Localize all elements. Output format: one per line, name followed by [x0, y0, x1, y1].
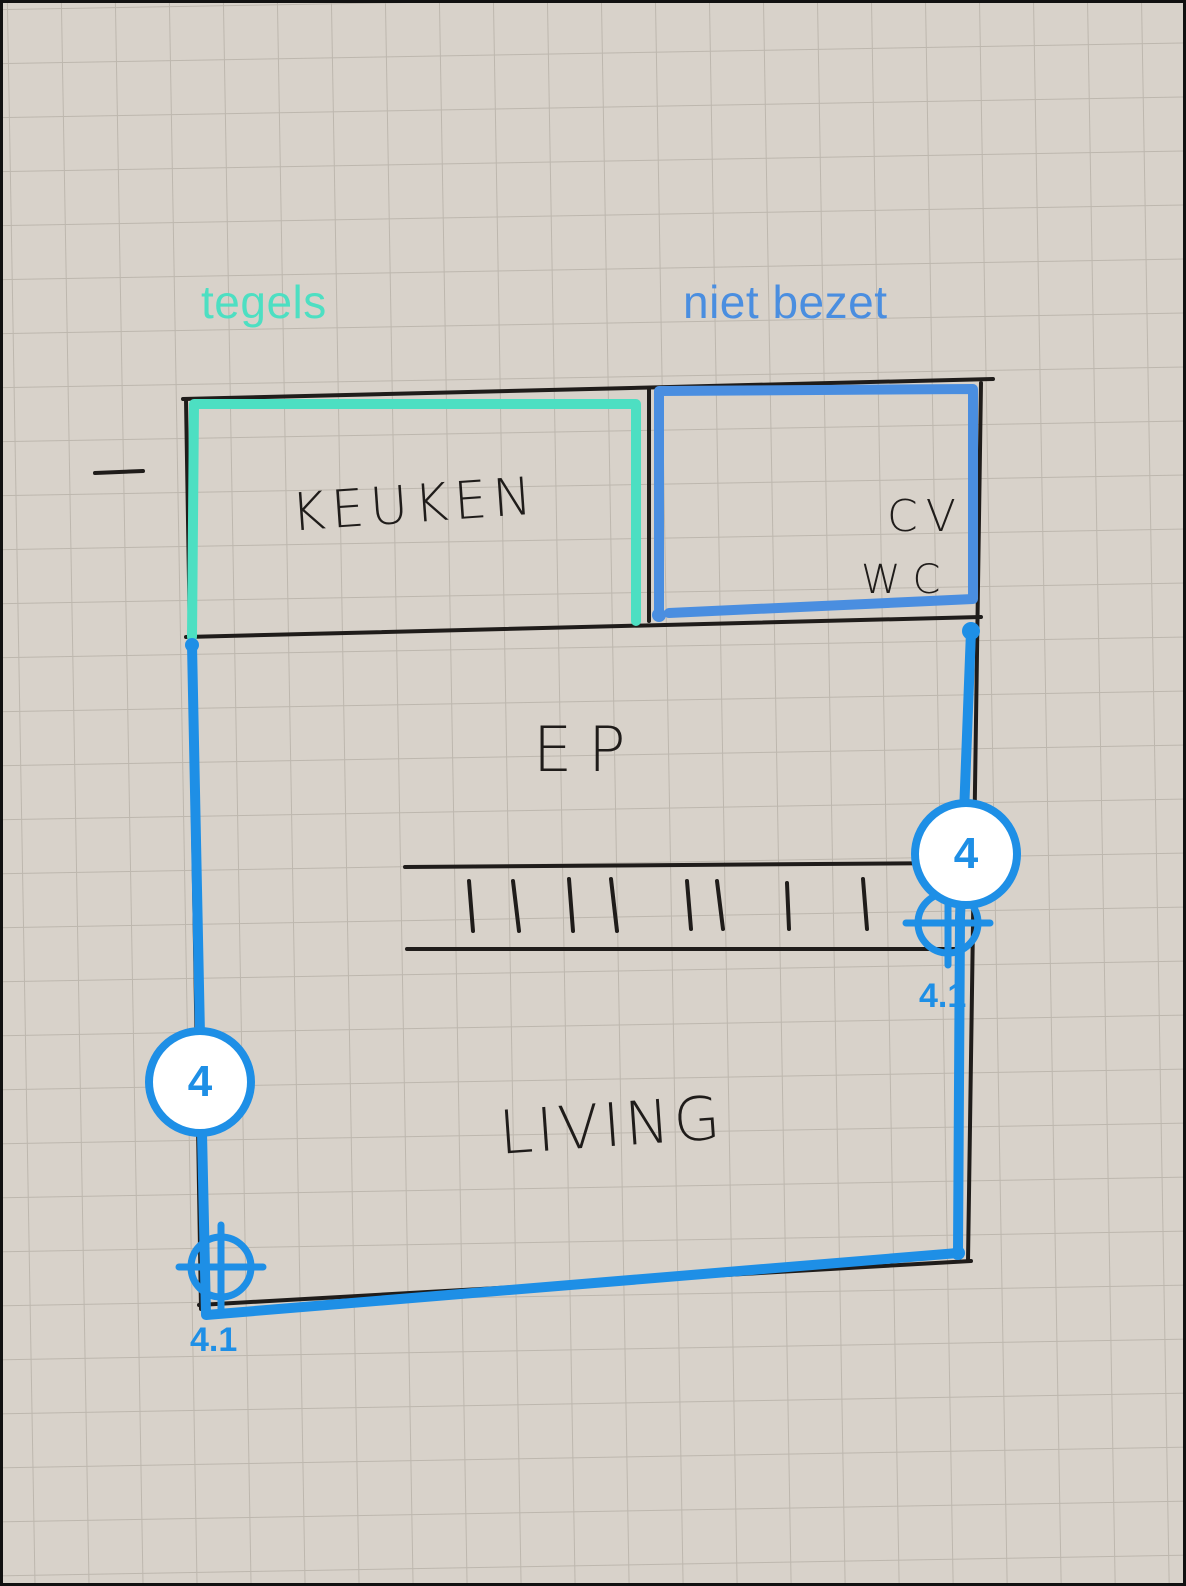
ink-stair-tread-6 [715, 879, 725, 931]
crosshair-icon[interactable] [175, 1221, 267, 1313]
trace-endpoint [951, 1246, 965, 1260]
ink-stair-tread-7 [785, 881, 791, 931]
ink-stair-tread-8 [861, 877, 869, 931]
ink-stair-tread-2 [511, 879, 521, 933]
room-label-cv: CV [887, 491, 964, 542]
room-label-wc: WC [861, 557, 953, 603]
ink-stair-tread-5 [685, 879, 693, 931]
legend-tegels: tegels [201, 276, 327, 328]
ink-stair-tread-4 [609, 877, 619, 933]
grid-paper [3, 3, 1183, 1583]
point-label: 4.1 [919, 977, 967, 1015]
wall-number-badge[interactable]: 4 [145, 1027, 255, 1137]
ink-stair-top [403, 861, 963, 869]
point-label: 4.1 [190, 1321, 238, 1359]
floorplan-drawing [3, 3, 1183, 1583]
trace-endpoint [185, 638, 199, 652]
ink-stair-tread-3 [567, 877, 575, 933]
ink-top-wall [181, 377, 995, 401]
tegels-outline [187, 399, 641, 642]
trace-endpoint [652, 608, 666, 622]
ink-stray-mark [93, 469, 145, 475]
wall-number-badge[interactable]: 4 [911, 799, 1021, 909]
ink-stair-tread-1 [467, 879, 475, 933]
ink-kitchen-floor [184, 615, 983, 639]
legend-niet-bezet: niet bezet [683, 276, 888, 328]
niet-bezet-outline [654, 384, 978, 620]
room-label-ep: EP [533, 713, 642, 786]
trace-endpoint [962, 622, 980, 640]
